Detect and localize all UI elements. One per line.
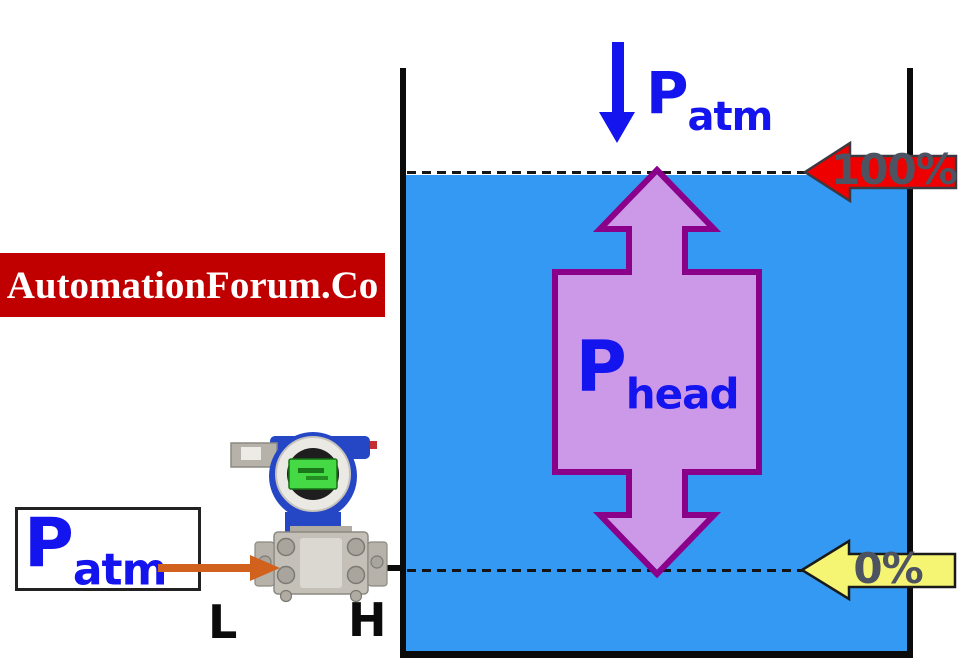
atm-reference-subscript: atm — [72, 544, 168, 596]
patm-top-symbol: P — [646, 59, 689, 127]
tank-wall-left — [400, 68, 406, 658]
level-line-100 — [407, 171, 806, 174]
dp-transmitter-image — [230, 432, 388, 603]
high-port-label: H — [348, 593, 387, 647]
lcd-display — [288, 458, 338, 490]
level-0-label: 0% — [853, 544, 923, 593]
level-line-0 — [407, 569, 803, 572]
watermark-banner: AutomationForum.Co — [0, 253, 385, 317]
atm-reference-symbol: P — [24, 504, 74, 583]
phead-double-arrow-icon — [552, 166, 762, 578]
atm-reference-box — [15, 507, 201, 591]
phead-label: Phead — [552, 332, 762, 416]
atm-reference-arrow-icon — [158, 555, 280, 581]
watermark-text: AutomationForum.Co — [6, 263, 379, 307]
patm-top-label: Patm — [646, 64, 774, 140]
patm-down-arrow-icon — [599, 42, 635, 143]
atm-reference-label: Patm — [24, 510, 168, 596]
level-100-label: 100% — [831, 145, 958, 194]
phead-symbol: P — [575, 326, 626, 408]
level-100-arrow-icon — [803, 140, 958, 204]
level-0-arrow-icon — [800, 538, 957, 602]
transmitter-flange — [254, 526, 388, 603]
low-port-label: L — [208, 595, 238, 649]
phead-subscript: head — [625, 369, 740, 419]
tank-wall-right — [907, 68, 913, 658]
tank-wall-bottom — [400, 651, 913, 658]
patm-top-subscript: atm — [687, 93, 774, 140]
